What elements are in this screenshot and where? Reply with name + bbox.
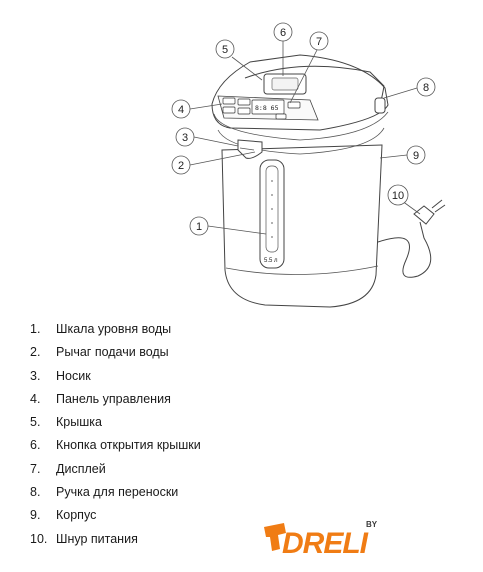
- logo-suffix: BY: [366, 520, 378, 529]
- callout-5: [215, 39, 235, 59]
- handle-pivot: [374, 97, 386, 114]
- panel-button-2: [237, 98, 251, 106]
- lid-open-button-inner: [271, 77, 299, 91]
- logo-text: DRELI: [282, 527, 369, 560]
- legend-item: 9. Корпус: [30, 504, 201, 527]
- body-outline: [221, 144, 383, 308]
- callout-1: [189, 216, 209, 236]
- panel-button-4: [237, 107, 251, 115]
- callout-3-label: 3: [182, 132, 188, 144]
- legend-num: 2.: [30, 345, 41, 360]
- legend-num: 6.: [30, 438, 41, 453]
- plug-pin-2: [434, 204, 446, 213]
- legend-num: 3.: [30, 368, 41, 383]
- legend-label: Ручка для переноски: [56, 485, 179, 500]
- callout-4-label: 4: [178, 104, 184, 116]
- legend-label: Корпус: [56, 508, 97, 523]
- callout-2-label: 2: [178, 160, 184, 172]
- plug-pin-1: [431, 199, 443, 209]
- legend-num: 10.: [30, 531, 48, 546]
- callout-6: [273, 22, 293, 42]
- thermopot-diagram: 8:8 65 5.5 л: [171, 22, 446, 308]
- legend-item: 2. Рычаг подачи воды: [30, 341, 201, 364]
- callout-8: [416, 77, 436, 97]
- shoulder-line: [217, 127, 385, 155]
- legend-label: Рычаг подачи воды: [56, 345, 169, 360]
- legend-item: 7. Дисплей: [30, 458, 201, 481]
- legend-num: 9.: [30, 508, 41, 523]
- callout-8-label: 8: [423, 82, 429, 94]
- panel-button-3: [222, 106, 236, 114]
- legend-label: Дисплей: [56, 461, 106, 476]
- dreli-logo: DRELI BY: [264, 520, 378, 560]
- legend-label: Носик: [56, 368, 91, 383]
- callout-3: [175, 127, 195, 147]
- callout-6-label: 6: [280, 27, 286, 39]
- legend-label: Шкала уровня воды: [56, 322, 172, 336]
- power-plug: [413, 205, 435, 225]
- legend-label: Шнур питания: [56, 531, 138, 546]
- callout-7: [309, 31, 329, 51]
- legend-num: 5.: [30, 415, 41, 430]
- panel-button-1: [222, 97, 236, 105]
- legend-item: 6. Кнопка открытия крышки: [30, 434, 201, 457]
- legend-item: 5. Крышка: [30, 411, 201, 434]
- legend-num: 1.: [30, 322, 41, 336]
- legend-item: 3. Носик: [30, 365, 201, 388]
- callout-9-label: 9: [413, 150, 419, 162]
- spout-tip: [239, 147, 255, 151]
- callout-10: [387, 184, 409, 206]
- gauge-capacity-label: 5.5 л: [264, 258, 278, 264]
- legend-num: 4.: [30, 391, 41, 406]
- legend-label: Крышка: [56, 415, 102, 430]
- parts-legend: 1.Шкала уровня воды 2.Рычаг подачи воды …: [30, 318, 201, 551]
- power-cord: [377, 221, 432, 278]
- callout-9: [406, 145, 426, 165]
- legend-item: 10. Шнур питания: [30, 528, 201, 551]
- leader-lines: [189, 41, 421, 235]
- callout-5-label: 5: [222, 44, 228, 56]
- callout-2: [171, 155, 191, 175]
- callout-7-label: 7: [316, 36, 322, 48]
- legend-label: Панель управления: [56, 391, 171, 406]
- lid-seam: [213, 111, 389, 141]
- body-base-line: [225, 265, 379, 275]
- drill-icon: [264, 523, 286, 551]
- callout-1-label: 1: [196, 221, 202, 233]
- legend-item: 4. Панель управления: [30, 388, 201, 411]
- panel-button-6: [275, 113, 287, 120]
- callout-10-label: 10: [392, 190, 404, 202]
- legend-item: 8. Ручка для переноски: [30, 481, 201, 504]
- display-window: [251, 99, 285, 115]
- legend-num: 8.: [30, 485, 41, 500]
- legend-num: 7.: [30, 461, 41, 476]
- display-text: 8:8 65: [255, 104, 279, 112]
- legend-item: 1. Шкала уровня воды: [30, 318, 201, 341]
- legend-label: Кнопка открытия крышки: [56, 438, 201, 453]
- panel-button-5: [287, 101, 301, 109]
- callout-4: [171, 99, 191, 119]
